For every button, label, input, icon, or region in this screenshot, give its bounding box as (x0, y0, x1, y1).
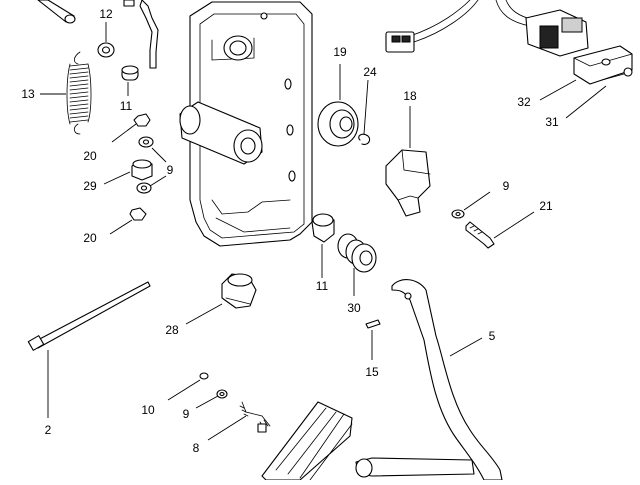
callout-9: 9 (503, 179, 510, 193)
part-28-grommet (185, 273, 257, 325)
part-5-pedal-arm (355, 279, 503, 481)
part-19-bushing (317, 64, 359, 147)
callout-10: 10 (141, 403, 155, 417)
callout-9: 9 (183, 407, 190, 421)
part-9-washer-bottom (195, 389, 228, 409)
callout-11: 11 (120, 99, 133, 113)
callout-31: 31 (545, 115, 559, 129)
part-2-cable-tie (27, 281, 151, 418)
wiring-harness (385, 0, 589, 57)
callout-30: 30 (347, 301, 361, 315)
callout-19: 19 (333, 45, 347, 59)
callout-5: 5 (489, 329, 496, 343)
part-24-clip (358, 79, 371, 145)
callout-11: 11 (316, 279, 329, 293)
callout-24: 24 (363, 65, 377, 79)
callout-20: 20 (83, 231, 97, 245)
callout-9: 9 (167, 163, 174, 177)
part-11-bushing-upper (121, 65, 139, 96)
part-15-pin (365, 319, 381, 360)
callout-18: 18 (403, 89, 417, 103)
callout-29: 29 (83, 179, 97, 193)
part-13-spring (40, 51, 92, 135)
callout-12: 12 (99, 7, 113, 21)
part-20-nut-upper (111, 113, 151, 143)
callout-13: 13 (21, 87, 35, 101)
callout-28: 28 (165, 323, 179, 337)
callout-32: 32 (517, 95, 531, 109)
part-21-bolt (465, 211, 535, 249)
part-10-screw (167, 372, 209, 401)
callout-21: 21 (539, 199, 553, 213)
pedal-pad (261, 401, 353, 481)
part-20-nut-lower (109, 207, 147, 235)
part-9-washers-left (136, 136, 167, 194)
part-30-spacer (337, 233, 377, 296)
callout-20: 20 (83, 149, 97, 163)
callout-8: 8 (193, 441, 200, 455)
part-8-spring-clip (207, 401, 271, 441)
part-31-screw (565, 67, 633, 119)
part-29-pivot (103, 159, 153, 185)
callout-2: 2 (45, 423, 52, 437)
pedal-housing (179, 1, 313, 247)
part-12-washer (97, 22, 115, 58)
callout-15: 15 (365, 365, 379, 379)
part-18-sensor (385, 106, 431, 217)
top-rod (37, 0, 76, 24)
hook-rod (139, 0, 159, 69)
part-9-washer-right (451, 191, 491, 219)
top-clip (123, 0, 135, 7)
part-11-bushing-lower (311, 213, 335, 278)
